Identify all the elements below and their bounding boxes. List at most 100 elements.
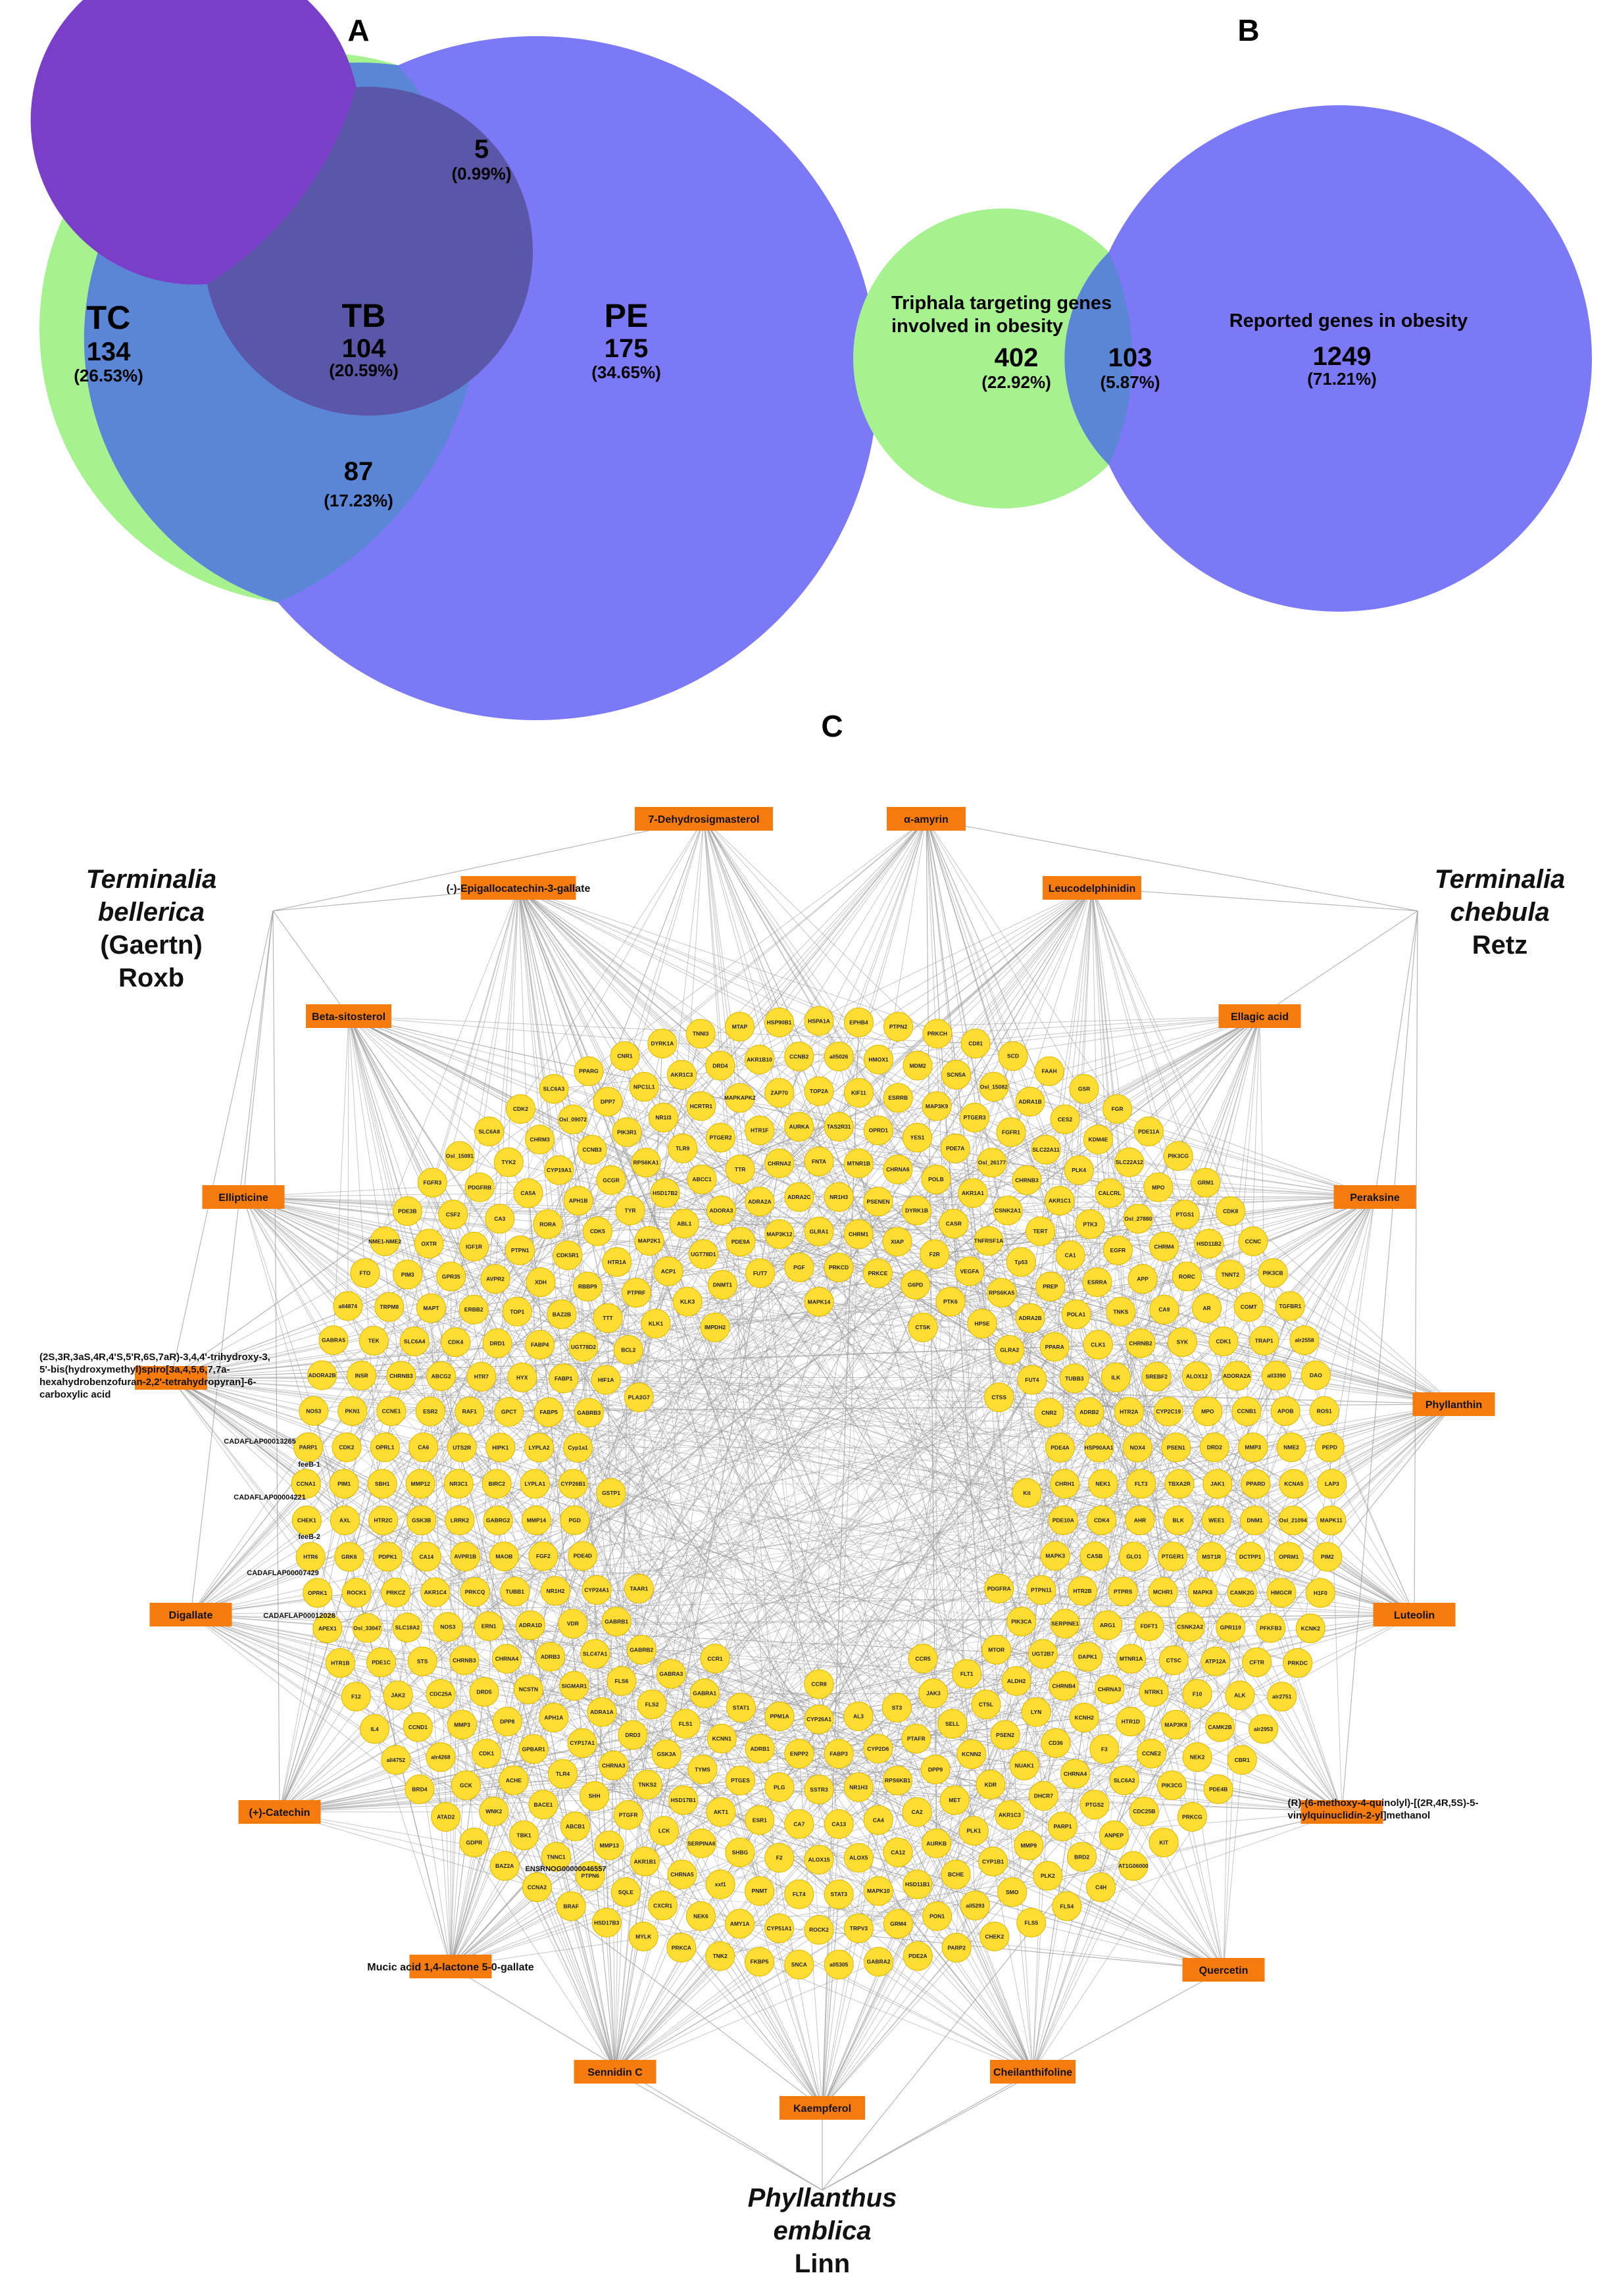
compound-gene-edge [934,1196,1376,1255]
compound-gene-edge [614,1661,1216,2072]
compound-gene-edge [1076,1314,1224,1970]
gene-gene-edge [759,1201,899,1924]
gene-gene-edge [613,1065,918,1766]
gene-node-circle [539,1074,569,1104]
gene-node-circle [1182,1678,1212,1709]
gene-node-label: F10 [1193,1690,1202,1697]
gene-node-circle [1289,1325,1320,1356]
compound-gene-edge [190,1614,780,1717]
gene-node-circle [1069,1702,1099,1732]
gene-node-label: UGT78D1 [691,1251,716,1258]
gene-node-label: ABL1 [677,1220,691,1227]
compound-node: Ellagic acid [1218,1004,1301,1028]
gene-node-label: JAK1 [1210,1480,1225,1487]
gene-node-circle [863,1805,893,1835]
gene-node: GPR119 [1216,1613,1246,1643]
gene-node-circle [1314,1432,1345,1463]
gene-node: HIPK1 [485,1432,516,1463]
gene-node: TYR [615,1195,645,1225]
gene-node-label: GSR [1078,1086,1090,1092]
compound-gene-edge [858,1928,1224,1970]
gene-node: ADRA2B [1015,1303,1045,1333]
gene-node-circle [978,1846,1008,1876]
gene-gene-edge [575,1161,1130,1827]
gene-node-label: AKR1C3 [670,1071,693,1078]
gene-node: RORA [533,1209,563,1239]
gene-node-circle [1033,1861,1063,1891]
gene-node: MST1R [1197,1542,1227,1572]
gene-node-circle [500,1576,530,1607]
gene-node-label: BRD2 [1074,1853,1089,1860]
gene-node-circle [333,1291,363,1321]
gene-node-label: ATP12A [1205,1658,1226,1665]
gene-node-circle [979,1071,1009,1102]
gene-node-circle [669,1208,699,1238]
venn-b: Triphala targeting genes involved in obe… [853,105,1592,612]
venn-a-pe-count: 175 [605,334,649,363]
gene-node: CASR [939,1208,969,1238]
gene-node-circle [1108,1576,1138,1607]
gene-node: TERT [1026,1216,1056,1246]
gene-node-label: CDK5 [590,1228,605,1234]
gene-node-label: TTR [735,1166,746,1173]
compound-gene-edge [450,1411,1129,1967]
gene-node: CHRNB3 [386,1361,416,1391]
gene-node: CTSS [984,1382,1014,1413]
gene-node: ADRB1 [745,1734,775,1764]
gene-node: TBXA2R [1164,1469,1195,1499]
gene-node-label: CDK2 [339,1444,354,1451]
gene-node-label: DPP7 [601,1098,615,1105]
gene-node: GRM1 [1191,1167,1221,1198]
gene-node-circle [940,1133,970,1163]
gene-node-circle [843,1008,874,1038]
gene-node-label: F2 [776,1855,783,1861]
gene-node-circle [1157,1770,1187,1800]
gene-node-label: MAPK11 [1320,1517,1343,1524]
gene-gene-edge [567,1255,1049,1876]
gene-node-circle [882,1227,912,1257]
gene-node: NEK2 [1182,1742,1212,1772]
gene-node-label: RAF1 [462,1408,477,1415]
gene-node-circle [417,1167,447,1198]
gene-node-label: KLK1 [649,1320,663,1327]
gene-node: ADRA1A [587,1697,617,1727]
gene-node-circle [502,1296,532,1327]
gene-node-label: ABCB1 [566,1823,585,1830]
gene-node: MPO [1143,1172,1174,1202]
gene-node: CFTR [1242,1647,1272,1677]
gene-node: Osl_09072 [558,1104,588,1135]
gene-node-label: GABRA2 [867,1959,891,1965]
gene-node-circle [318,1325,349,1356]
gene-node-circle [615,1195,645,1225]
gene-node-label: CA9 [1158,1306,1170,1313]
gene-node-label: ALOX12 [1186,1373,1208,1379]
compound-node-label: Ellipticine [218,1192,268,1204]
gene-node-circle [1261,1360,1291,1390]
gene-gene-edge [975,1043,1220,1728]
gene-node-circle [479,1796,509,1826]
gene-node-label: CES2 [1058,1116,1072,1123]
gene-node-label: GRK6 [341,1553,357,1560]
compound-gene-edge [1064,1623,1343,1813]
compound-gene-edge [614,1961,879,2072]
gene-node-circle [995,1800,1025,1830]
gene-node-label: ARG1 [1100,1622,1116,1628]
gene-node-circle [1125,1505,1155,1536]
gene-node-circle [624,1573,654,1603]
gene-gene-edge [547,1223,924,1328]
gene-node-circle [1114,1147,1145,1177]
gene-node-circle [1079,1790,1110,1820]
gene-node-label: SERPINE1 [1051,1621,1079,1627]
gene-node-label: YES1 [910,1135,925,1141]
gene-node-circle [567,1728,597,1758]
gene-node: ALOX12 [1181,1361,1212,1391]
gene-node-label: WEE1 [1208,1517,1224,1524]
plant-compound-edge [272,818,705,912]
gene-node: CHEK1 [291,1505,322,1536]
gene-node-label: PDE1C [372,1659,390,1665]
gene-node: GLRA1 [804,1217,834,1247]
gene-node-label: DRD2 [1207,1444,1222,1451]
gene-node-circle [686,1091,716,1121]
gene-node: BCHE [941,1859,971,1890]
gene-node: HCRTR1 [686,1091,716,1121]
